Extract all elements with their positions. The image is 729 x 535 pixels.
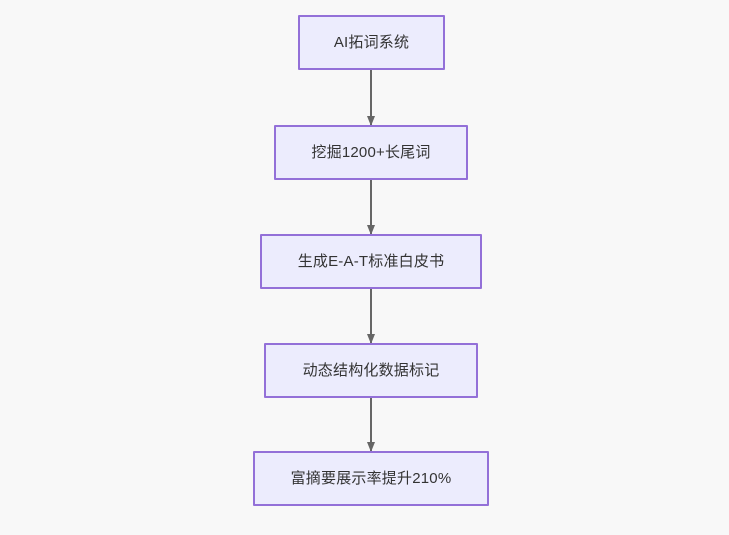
node-label: 生成E-A-T标准白皮书 (297, 252, 445, 270)
node-label: 挖掘1200+长尾词 (311, 143, 431, 161)
flowchart-node-dynamic-structured-data-markup[interactable]: 动态结构化数据标记 (264, 343, 478, 398)
flowchart-node-ai-keyword-system[interactable]: AI拓词系统 (298, 15, 445, 70)
flowchart-node-rich-snippet-rate-increase[interactable]: 富摘要展示率提升210% (253, 451, 489, 506)
node-label: 富摘要展示率提升210% (290, 469, 452, 487)
flowchart-node-generate-eat-whitepaper[interactable]: 生成E-A-T标准白皮书 (260, 234, 482, 289)
flowchart-node-mine-longtail-keywords[interactable]: 挖掘1200+长尾词 (274, 125, 468, 180)
node-label: 动态结构化数据标记 (302, 361, 440, 379)
node-label: AI拓词系统 (333, 33, 410, 51)
